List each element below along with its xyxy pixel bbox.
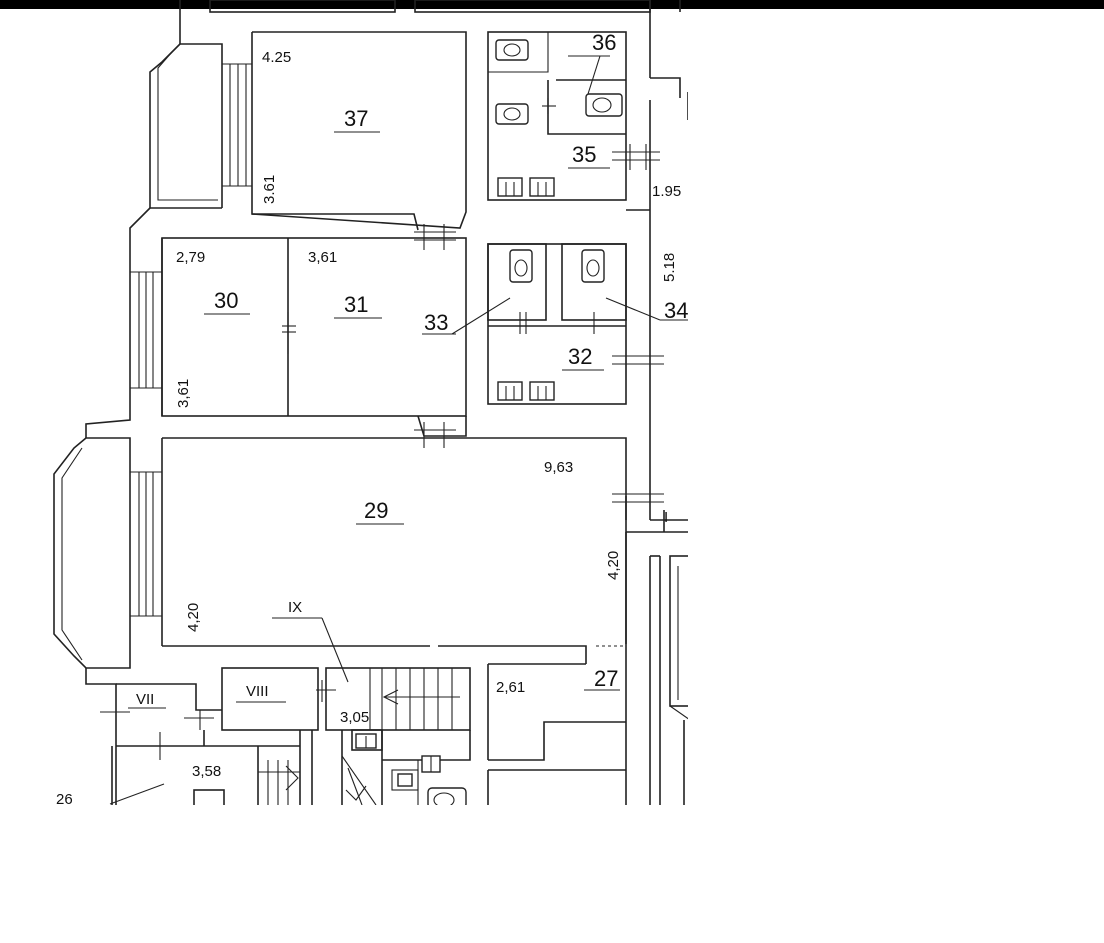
room-31-number: 31 [344,292,368,317]
room-34-number: 34 [664,298,688,323]
marker-I: I [664,509,668,526]
toilet-fixtures [495,39,623,283]
label-VII: VII [136,691,154,708]
room-32-number: 32 [568,344,592,369]
room-37-depth: 3.61 [261,175,278,204]
door-marks [100,98,664,760]
leader-lines [109,55,688,805]
room-30-width: 2,79 [176,249,205,266]
room-26-number: 26 [56,791,73,805]
room-labels: 4.25 37 3.61 36 35 1.95 5.18 2,79 30 3,6… [56,30,688,805]
floor-plan-area: 4.25 37 3.61 36 35 1.95 5.18 2,79 30 3,6… [53,0,688,805]
corridor-dim-1: 1.95 [652,183,681,200]
label-VIII: VIII [246,683,269,700]
room-29-width: 9,63 [544,459,573,476]
room-29-depth-left: 4,20 [185,603,202,632]
room-30-number: 30 [214,288,238,313]
room-31-width: 3,61 [308,249,337,266]
room-36-number: 36 [592,30,616,55]
room-29-number: 29 [364,498,388,523]
room-33-number: 33 [424,310,448,335]
label-IX: IX [288,599,302,616]
room-37-number: 37 [344,106,368,131]
room-26-dim: 3,58 [192,763,221,780]
walls [53,0,688,805]
sink-fixtures [355,177,555,787]
room-29-depth-right: 4,20 [605,551,622,580]
floor-plan: 4.25 37 3.61 36 35 1.95 5.18 2,79 30 3,6… [53,0,688,805]
corridor-dim-2: 5.18 [661,253,678,282]
room-27-number: 27 [594,666,618,691]
top-black-bar [0,0,1104,9]
room-30-depth: 3,61 [175,379,192,408]
room-number-underlines [128,131,620,709]
stair-dim: 3,05 [340,709,369,726]
room-35-number: 35 [572,142,596,167]
room-37-width: 4.25 [262,49,291,66]
room-27-width: 2,61 [496,679,525,696]
